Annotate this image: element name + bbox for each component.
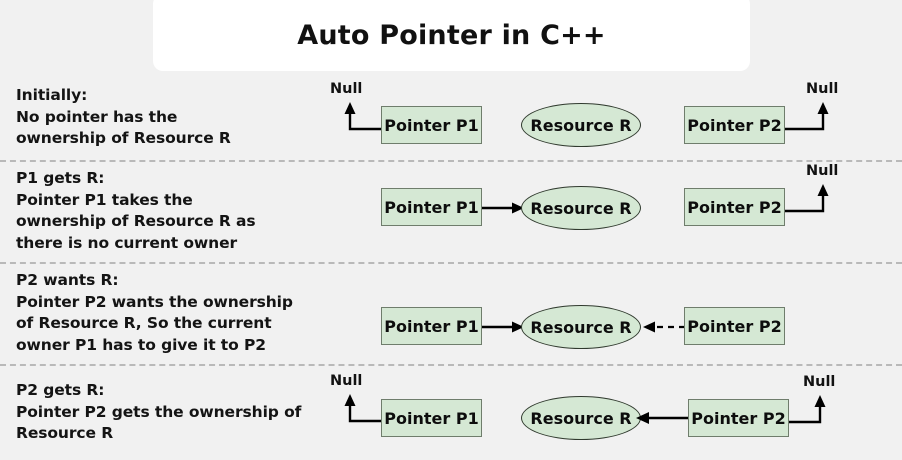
edge-p2-resource-p2-gets-r xyxy=(634,408,690,428)
node-pointer-p2-p2-wants-r: Pointer P2 xyxy=(684,307,785,345)
edge-p2-null-initially xyxy=(785,100,841,140)
step-row-p2-wants-r: P2 wants R: Pointer P2 wants the ownershi… xyxy=(0,264,902,364)
step-row-p2-gets-r: P2 gets R: Pointer P2 gets the ownership … xyxy=(0,366,902,460)
row-separator-3 xyxy=(0,364,902,366)
null-label-p1-p2-gets-r: Null xyxy=(330,373,363,389)
node-label: Pointer P2 xyxy=(687,197,782,217)
node-label: Pointer P1 xyxy=(384,316,479,336)
step-heading: P1 gets R: xyxy=(16,169,105,187)
node-pointer-p1-initially: Pointer P1 xyxy=(381,106,482,144)
node-pointer-p1-p2-wants-r: Pointer P1 xyxy=(381,307,482,345)
step-caption-p2-gets-r: P2 gets R: Pointer P2 gets the ownership … xyxy=(16,380,346,445)
page-title: Auto Pointer in C++ xyxy=(297,20,606,51)
step-body: Pointer P1 takes the ownership of Resour… xyxy=(16,190,256,252)
step-heading: P2 wants R: xyxy=(16,271,119,289)
node-label: Resource R xyxy=(530,198,632,218)
node-label: Pointer P1 xyxy=(384,408,479,428)
edge-p2-resource-p2-wants-r xyxy=(641,317,687,337)
title-card: Auto Pointer in C++ xyxy=(153,0,750,71)
node-label: Pointer P2 xyxy=(687,115,782,135)
step-row-initially: Initially: No pointer has the ownership o… xyxy=(0,78,902,160)
step-row-p1-gets-r: P1 gets R: Pointer P1 takes the ownership… xyxy=(0,162,902,262)
node-pointer-p2-p2-gets-r: Pointer P2 xyxy=(688,399,789,437)
edge-p1-resource-p1-gets-r xyxy=(482,198,526,218)
node-pointer-p1-p1-gets-r: Pointer P1 xyxy=(381,188,482,226)
node-resource-r-p2-wants-r: Resource R xyxy=(521,305,641,349)
node-label: Pointer P1 xyxy=(384,115,479,135)
null-label-p2-p2-gets-r: Null xyxy=(803,374,836,390)
edge-p1-null-p2-gets-r xyxy=(336,392,392,432)
row-separator-1 xyxy=(0,160,902,162)
step-heading: Initially: xyxy=(16,86,88,104)
null-label-p2-initially: Null xyxy=(806,81,839,97)
null-label-p1-initially: Null xyxy=(330,81,363,97)
edge-p2-null-p2-gets-r xyxy=(789,393,845,433)
step-heading: P2 gets R: xyxy=(16,381,105,399)
null-label-p2-p1-gets-r: Null xyxy=(806,163,839,179)
edge-p2-null-p1-gets-r xyxy=(785,182,841,222)
step-caption-p2-wants-r: P2 wants R: Pointer P2 wants the ownershi… xyxy=(16,270,346,356)
node-label: Resource R xyxy=(530,408,632,428)
step-body: Pointer P2 gets the ownership of Resourc… xyxy=(16,402,302,443)
edge-p1-resource-p2-wants-r xyxy=(482,317,526,337)
node-resource-r-p2-gets-r: Resource R xyxy=(521,396,641,440)
step-body: No pointer has the ownership of Resource… xyxy=(16,107,231,148)
row-separator-2 xyxy=(0,262,902,264)
step-caption-p1-gets-r: P1 gets R: Pointer P1 takes the ownership… xyxy=(16,168,326,254)
node-label: Pointer P2 xyxy=(691,408,786,428)
step-body: Pointer P2 wants the ownership of Resour… xyxy=(16,292,293,354)
node-label: Pointer P2 xyxy=(687,316,782,336)
node-pointer-p2-p1-gets-r: Pointer P2 xyxy=(684,188,785,226)
node-label: Resource R xyxy=(530,317,632,337)
node-label: Pointer P1 xyxy=(384,197,479,217)
edge-p1-null-initially xyxy=(336,100,392,140)
node-resource-r-initially: Resource R xyxy=(521,103,641,147)
step-caption-initially: Initially: No pointer has the ownership o… xyxy=(16,85,326,150)
node-resource-r-p1-gets-r: Resource R xyxy=(521,186,641,230)
node-label: Resource R xyxy=(530,115,632,135)
node-pointer-p1-p2-gets-r: Pointer P1 xyxy=(381,399,482,437)
node-pointer-p2-initially: Pointer P2 xyxy=(684,106,785,144)
